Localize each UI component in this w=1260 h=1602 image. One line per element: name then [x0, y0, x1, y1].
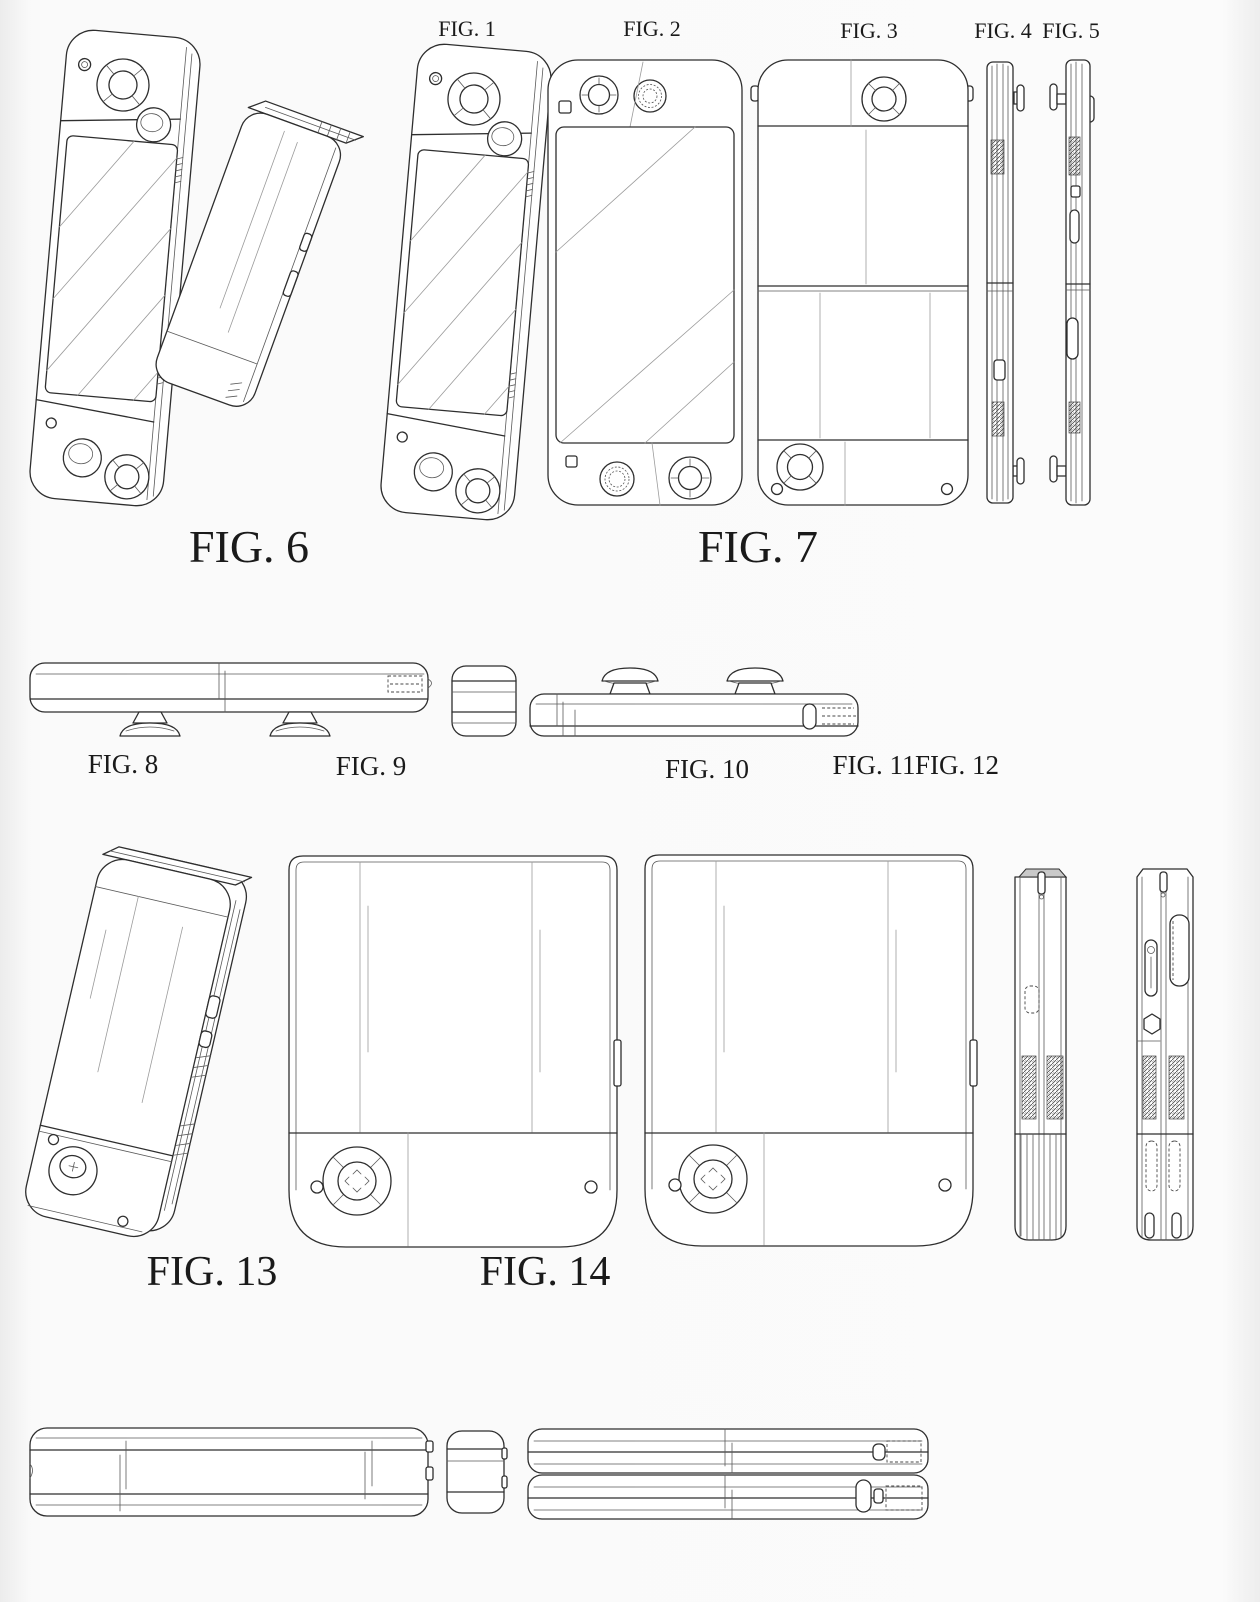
fig7-label: FIG. 7: [698, 521, 818, 572]
dpad-icon: [322, 1146, 392, 1216]
dpad-icon: [861, 76, 907, 122]
fig10-device: [529, 667, 859, 737]
joystick-side-icon: [269, 711, 331, 737]
dpad-icon: [776, 443, 824, 491]
speaker-grille-icon: [1068, 136, 1081, 176]
connector-slot: [1168, 1140, 1181, 1192]
hinge-tab: [1159, 871, 1168, 893]
grille-icon: [225, 382, 243, 398]
capture-button-icon: [558, 100, 572, 114]
fig13-device: [25, 846, 253, 1238]
dpad-icon: [48, 1146, 98, 1196]
side-button: [993, 359, 1006, 381]
folded-side-view-device: [29, 1427, 434, 1517]
speaker-grille-icon: [991, 401, 1005, 437]
joystick-side-icon: [1049, 455, 1058, 483]
latch-pill: [855, 1479, 872, 1513]
rail-connector: [886, 1440, 922, 1463]
screw-icon: [940, 482, 954, 496]
fig3-device: [750, 59, 974, 506]
fig8-label: FIG. 8: [88, 749, 159, 779]
fig5-label: FIG. 5: [1042, 18, 1099, 43]
speaker-grille-icon: [1021, 1055, 1037, 1120]
fig11-label: FIG. 11: [832, 750, 915, 780]
dpad-icon: [678, 1144, 748, 1214]
fig8-device: [29, 662, 432, 737]
fig14-right-device: [644, 854, 978, 1247]
partial-figure-stub: [446, 1430, 508, 1514]
fig14-label: FIG. 14: [480, 1249, 611, 1295]
fig13-label: FIG. 13: [147, 1249, 278, 1295]
rail-connector: [387, 675, 423, 693]
screen: [555, 126, 735, 444]
fig14-left-device: [288, 855, 622, 1248]
fig6-label: FIG. 6: [189, 521, 309, 572]
home-button-icon: [565, 455, 578, 468]
rail-connector: [885, 1485, 923, 1511]
joystick-icon: [633, 79, 667, 113]
foot: [1144, 1212, 1155, 1239]
fig4-label: FIG. 4: [974, 18, 1031, 43]
side-button: [1066, 317, 1079, 360]
joystick-icon: [599, 461, 635, 497]
fig2-label: FIG. 2: [623, 16, 680, 41]
joystick-stem: [1056, 465, 1067, 477]
side-button: [425, 1466, 434, 1481]
screw-icon: [47, 1133, 60, 1146]
speaker-grille-icon: [1068, 401, 1081, 434]
dpad-icon: [668, 456, 712, 500]
port-outline: [1024, 985, 1040, 1014]
fig5-device: [1049, 59, 1095, 506]
joystick-side-icon: [119, 711, 181, 737]
side-button: [1070, 185, 1081, 198]
fig6-front-perspective-device: [27, 27, 203, 509]
fig12-label: FIG. 12: [915, 750, 999, 780]
fig12-device: [1136, 868, 1194, 1241]
screw-icon: [938, 1178, 952, 1192]
fig1-label: FIG. 1: [438, 16, 495, 41]
speaker-grille-icon: [990, 139, 1005, 175]
fig2-device: [547, 59, 743, 506]
hinge-tab: [1037, 871, 1046, 895]
connector-slot: [1145, 1140, 1158, 1192]
side-button: [613, 1039, 622, 1087]
partial-figure-stub: [451, 665, 517, 737]
fig9-label: FIG. 9: [336, 751, 407, 781]
joystick-side-icon: [1016, 457, 1025, 485]
speaker-grille-icon: [1046, 1055, 1064, 1120]
volume-slider: [1069, 209, 1080, 244]
joystick-side-icon: [601, 667, 659, 695]
screw-icon: [584, 1180, 598, 1194]
foot: [1171, 1212, 1182, 1239]
side-port: [198, 1030, 213, 1049]
fig4-device: [986, 61, 1025, 504]
folded-stacked-side-view-device: [527, 1428, 929, 1520]
fig6-rear-perspective-device: [155, 100, 364, 407]
fig3-label: FIG. 3: [840, 18, 897, 43]
side-button: [969, 1039, 978, 1087]
screw-icon: [770, 482, 784, 496]
joystick-side-icon: [1016, 84, 1025, 112]
side-port: [299, 232, 313, 252]
lock-button-icon: [1143, 1013, 1161, 1035]
side-button: [425, 1440, 434, 1453]
joystick-stem: [1056, 93, 1067, 105]
screw-icon: [668, 1178, 682, 1192]
joystick-side-icon: [726, 667, 784, 695]
screw-icon: [117, 1215, 129, 1227]
dpad-icon: [579, 75, 619, 115]
side-port: [205, 995, 221, 1019]
grille-icon: [173, 1055, 211, 1156]
side-port: [282, 270, 299, 298]
screw-icon: [310, 1180, 324, 1194]
latch-pill: [802, 703, 817, 730]
side-button: [1169, 914, 1190, 987]
latch-pill: [872, 1443, 886, 1461]
speaker-grille-icon: [1142, 1055, 1157, 1120]
fig11-device: [1014, 868, 1068, 1241]
speaker-grille-icon: [1168, 1055, 1185, 1120]
fig1-device: [378, 41, 554, 523]
joystick-side-icon: [1049, 83, 1058, 111]
fig10-label: FIG. 10: [665, 754, 749, 784]
